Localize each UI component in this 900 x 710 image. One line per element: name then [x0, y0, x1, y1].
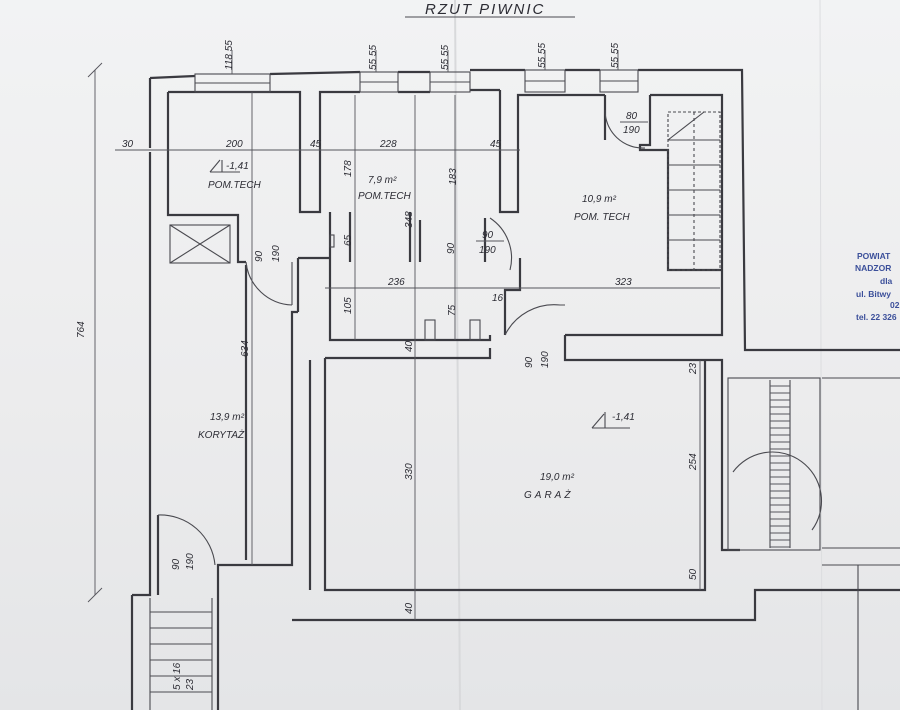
door-b-height: 190 [479, 245, 496, 256]
ladder [727, 377, 900, 710]
door-a-height: 190 [271, 245, 282, 262]
room-garage-name: GARAŻ [524, 489, 573, 501]
stairs-label-tread: 23 [185, 678, 196, 691]
door-e-height: 190 [185, 553, 196, 570]
small-posts [329, 234, 481, 341]
dim-window-3: 55 55 [440, 45, 451, 70]
door-b-width: 90 [482, 230, 494, 241]
stamp-line3: dla [880, 276, 893, 286]
doors [157, 109, 822, 566]
dim-window-5: 55 55 [610, 43, 621, 68]
dim-window-4: 55 55 [537, 43, 548, 68]
room-tech3-name: POM. TECH [574, 212, 630, 223]
door-b2-width: 90 [446, 242, 457, 254]
door-a-width: 90 [254, 250, 265, 262]
paper-fold [454, 0, 461, 710]
dim-330: 330 [404, 463, 415, 480]
room-corridor-name: KORYTAŻ [198, 429, 245, 441]
paper-edge [819, 0, 823, 710]
dim-105: 105 [343, 297, 354, 314]
office-stamp: POWIAT NADZOR dla ul. Bitwy 02 tel. 22 3… [855, 251, 900, 322]
room-tech2-area: 7,9 m² [368, 175, 397, 186]
room-corridor-area: 13,9 m² [210, 412, 245, 423]
door-d-width: 90 [524, 356, 535, 368]
door-labels: 90 190 90 190 90 80 190 90 190 90 190 5 … [171, 111, 648, 691]
dim-65: 65 [343, 234, 354, 246]
room-garage-area: 19,0 m² [540, 472, 575, 483]
plan-title: RZUT PIWNIC [425, 1, 545, 18]
dim-200: 200 [225, 139, 243, 150]
dim-40a: 40 [404, 340, 415, 352]
stamp-line5: 02 [890, 300, 900, 310]
interior-stairs [667, 111, 721, 271]
room-tech1-name: POM.TECH [208, 180, 262, 191]
dim-45a: 45 [310, 139, 322, 150]
exterior-stairs [149, 598, 213, 710]
dim-323: 323 [615, 277, 632, 288]
door-c-width: 80 [626, 111, 638, 122]
stamp-line6: tel. 22 326 [856, 312, 897, 322]
outer-walls [132, 68, 900, 597]
dim-183: 183 [448, 168, 459, 185]
dimension-lines [87, 50, 720, 620]
door-d-height: 190 [540, 351, 551, 368]
dimension-labels: 764 118 55 55 55 55 55 55 55 55 55 30 20… [76, 40, 699, 614]
stamp-line1: POWIAT [857, 251, 891, 261]
dim-window-1: 118 55 [224, 40, 235, 70]
dim-228: 228 [379, 139, 397, 150]
stairs-label-steps: 5 x 16 [172, 662, 183, 690]
room-labels: -1,41 POM.TECH 7,9 m² POM.TECH 10,9 m² P… [198, 159, 635, 501]
stamp-line4: ul. Bitwy [856, 289, 891, 299]
dim-254: 254 [688, 453, 699, 471]
room-tech2-name: POM.TECH [358, 191, 412, 202]
room-tech1-elevation: -1,41 [226, 161, 249, 172]
dim-75: 75 [447, 304, 458, 316]
dim-40b: 40 [404, 602, 415, 614]
dim-50: 50 [688, 568, 699, 580]
dim-16: 16 [492, 293, 504, 304]
room-garage-elevation: -1,41 [612, 412, 635, 423]
dim-overall-height: 764 [76, 321, 87, 338]
dim-45b: 45 [490, 139, 502, 150]
dim-348: 348 [404, 211, 415, 228]
dim-236: 236 [387, 277, 405, 288]
dim-30: 30 [122, 139, 134, 150]
windows [194, 69, 639, 93]
room-tech3-area: 10,9 m² [582, 194, 617, 205]
door-e-width: 90 [171, 558, 182, 570]
dim-window-2: 55 55 [368, 45, 379, 70]
dim-634: 634 [240, 340, 251, 357]
shaft-hatch [169, 224, 231, 264]
door-c-height: 190 [623, 125, 640, 136]
inner-walls [130, 95, 900, 710]
stamp-line2: NADZOR [855, 263, 891, 273]
dim-23: 23 [688, 362, 699, 375]
dim-178: 178 [343, 160, 354, 177]
